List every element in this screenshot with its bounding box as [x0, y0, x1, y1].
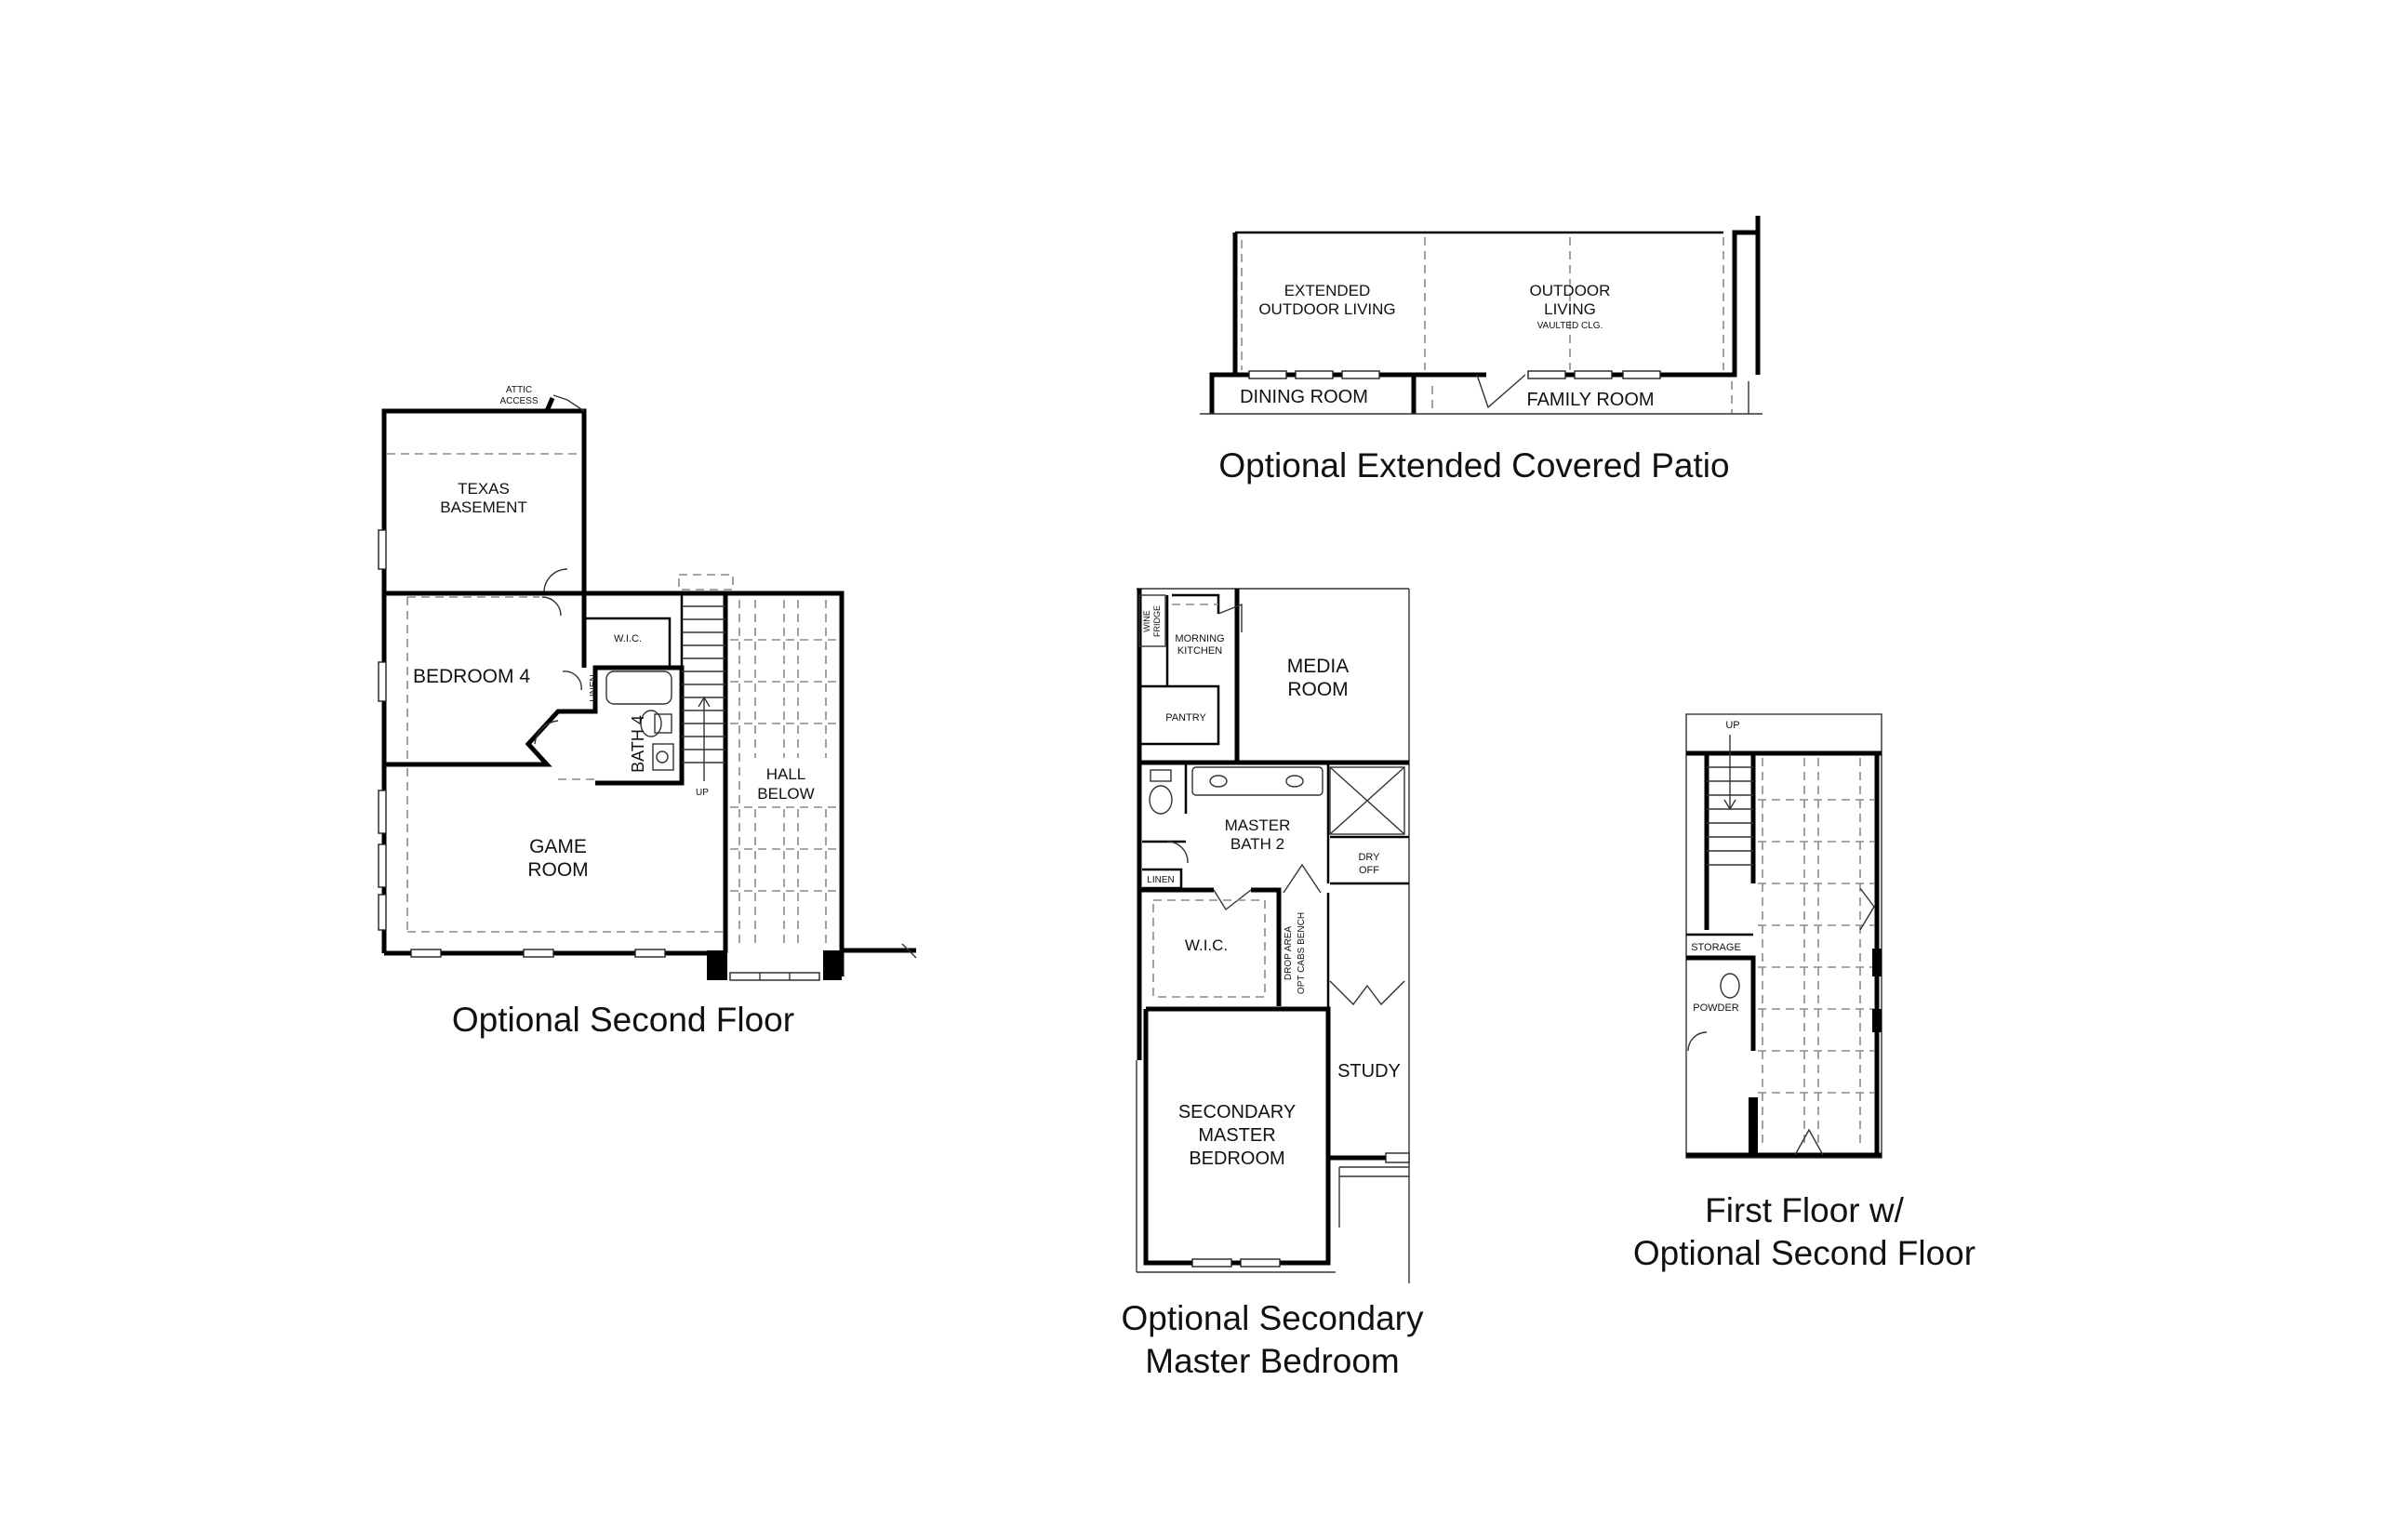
second-floor-stairs: UP [678, 574, 734, 953]
pantry-label: PANTRY [1165, 712, 1206, 724]
texas-basement-label-1: TEXAS [458, 480, 510, 498]
outdoor-living-label-2: LIVING [1544, 300, 1596, 318]
second-floor-caption: Optional Second Floor [451, 1001, 795, 1039]
secondary-master-label-3: BEDROOM [1189, 1148, 1284, 1169]
optional-extended-patio-plan: EXTENDED OUTDOOR LIVING OUTDOOR LIVING V… [1200, 216, 1762, 415]
master-wic-room: W.I.C. [1139, 887, 1282, 1006]
outdoor-living-label-1: OUTDOOR [1530, 282, 1611, 299]
optional-second-floor-plan: ATTIC ACCESS TEXAS BASEMENT BEDROOM 4 W.… [378, 385, 917, 981]
storage-label: STORAGE [1691, 942, 1741, 953]
study-room: STUDY [1325, 980, 1410, 1228]
master-bath-2-label-2: BATH 2 [1230, 835, 1284, 853]
dry-off-label-2: OFF [1359, 865, 1379, 876]
game-room-label-2: ROOM [527, 859, 588, 881]
dining-room-label: DINING ROOM [1240, 387, 1368, 407]
vaulted-ceiling-label: VAULTED CLG. [1537, 321, 1603, 331]
optional-secondary-master-plan: WINE FRIDGE MORNING KITCHEN PANTRY MEDIA… [1136, 588, 1410, 1283]
bath-4-room: BATH 4 [534, 670, 674, 780]
first-floor-caption-line-2: Optional Second Floor [1632, 1234, 1976, 1272]
family-room-label: FAMILY ROOM [1526, 390, 1654, 410]
attic-access-label-2: ACCESS [499, 396, 538, 406]
master-wic-label: W.I.C. [1185, 936, 1228, 954]
attic-access-label-1: ATTIC [506, 385, 532, 395]
wine-fridge-label-1: WINE [1142, 610, 1151, 632]
dry-off-label-1: DRY [1358, 852, 1380, 863]
hall-below-label-2: BELOW [757, 785, 814, 803]
secondary-master-label-2: MASTER [1198, 1125, 1275, 1146]
master-linen-label: LINEN [1147, 875, 1174, 885]
extended-outdoor-living-label-2: OUTDOOR LIVING [1258, 300, 1395, 318]
drop-area-zone: DROP AREA OPT CABS BENCH [1283, 863, 1330, 1010]
secondary-master-caption-line-1: Optional Secondary [1121, 1299, 1424, 1337]
bedroom-4-wic-label: W.I.C. [614, 633, 642, 644]
master-bath-2-room: LINEN MASTER BATH 2 DRY OFF [1137, 763, 1409, 1009]
hall-below-label-1: HALL [766, 765, 806, 783]
media-room-label-2: ROOM [1287, 679, 1348, 700]
master-bath-2-label-1: MASTER [1225, 816, 1291, 834]
study-label: STUDY [1337, 1061, 1401, 1082]
first-floor-caption-line-1: First Floor w/ [1705, 1191, 1904, 1229]
morning-kitchen-area: WINE FRIDGE MORNING KITCHEN PANTRY [1138, 593, 1243, 746]
secondary-master-caption-line-2: Master Bedroom [1145, 1342, 1400, 1380]
game-room-label-1: GAME [529, 836, 587, 857]
game-room: GAME ROOM [378, 768, 724, 958]
bedroom-4-linen-label: LINEN [589, 674, 599, 701]
morning-kitchen-label-1: MORNING [1175, 633, 1224, 644]
second-floor-up-label: UP [696, 788, 709, 798]
bath-4-label: BATH 4 [629, 715, 647, 773]
texas-basement-label-2: BASEMENT [440, 498, 527, 516]
media-room-label-1: MEDIA [1287, 656, 1350, 677]
hall-below-area: HALL BELOW [730, 600, 837, 944]
secondary-master-label-1: SECONDARY [1178, 1102, 1296, 1122]
drop-area-label-1: DROP AREA [1284, 926, 1294, 980]
morning-kitchen-label-2: KITCHEN [1177, 645, 1222, 657]
bedroom-4-label: BEDROOM 4 [413, 666, 530, 687]
first-floor-plan: UP STORAGE POWDER [1685, 713, 1882, 1159]
powder-label: POWDER [1693, 1002, 1739, 1014]
first-floor-up-label: UP [1725, 720, 1739, 731]
drop-area-label-2: OPT CABS BENCH [1297, 912, 1307, 994]
patio-caption: Optional Extended Covered Patio [1218, 446, 1730, 485]
secondary-master-bedroom-room: SECONDARY MASTER BEDROOM [1136, 1006, 1336, 1273]
wine-fridge-label-2: FRIDGE [1152, 605, 1162, 637]
extended-outdoor-living-label-1: EXTENDED [1284, 282, 1371, 299]
